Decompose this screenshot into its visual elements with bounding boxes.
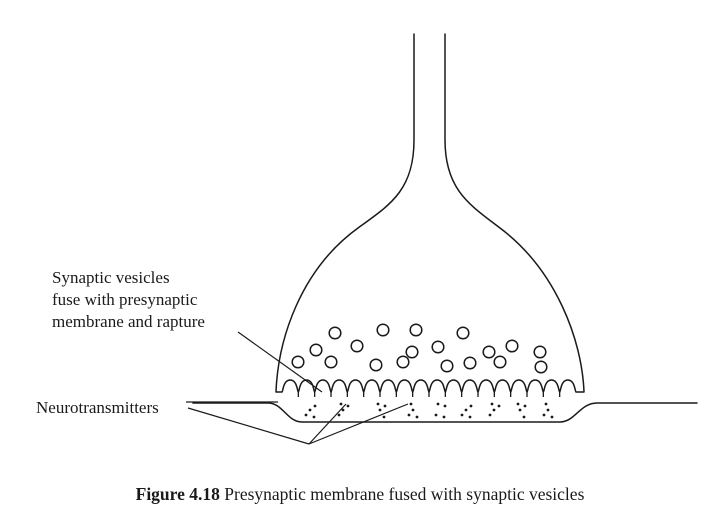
neurotransmitter-dot bbox=[516, 402, 520, 406]
neurotransmitter-dot bbox=[492, 408, 496, 412]
synaptic-vesicle bbox=[534, 360, 548, 374]
synaptic-vesicle bbox=[405, 345, 419, 359]
neurotransmitter-dot bbox=[550, 415, 554, 419]
neurotransmitter-dot bbox=[383, 404, 387, 408]
synaptic-vesicle bbox=[505, 339, 519, 353]
synaptic-vesicle bbox=[440, 359, 454, 373]
neurotransmitter-dot bbox=[415, 415, 419, 419]
neurotransmitter-dot bbox=[490, 402, 494, 406]
postsynaptic-membrane bbox=[192, 402, 698, 423]
synaptic-vesicle bbox=[456, 326, 470, 340]
synaptic-vesicle bbox=[463, 356, 477, 370]
neurotransmitter-dot bbox=[542, 413, 546, 417]
neurotransmitter-dot bbox=[469, 404, 473, 408]
synaptic-vesicle bbox=[409, 323, 423, 337]
figure-caption: Figure 4.18 Presynaptic membrane fused w… bbox=[136, 484, 585, 504]
neurotransmitter-dot bbox=[443, 404, 447, 408]
synaptic-vesicle bbox=[431, 340, 445, 354]
synaptic-vesicle bbox=[309, 343, 323, 357]
synaptic-vesicle bbox=[350, 339, 364, 353]
neurotransmitter-dot bbox=[522, 415, 526, 419]
caption-number: Figure 4.18 bbox=[136, 484, 221, 504]
neurotransmitter-dot bbox=[464, 408, 468, 412]
neurotransmitter-dot bbox=[518, 408, 522, 412]
presynaptic-terminal-outline-right bbox=[444, 33, 585, 393]
neurotransmitter-dot bbox=[436, 402, 440, 406]
neurotransmitters-label: Neurotransmitters bbox=[36, 398, 159, 417]
neurotransmitter-dot bbox=[308, 408, 312, 412]
neurotransmitter-dot bbox=[434, 413, 438, 417]
synaptic-vesicle bbox=[328, 326, 342, 340]
neurotransmitter-dot bbox=[341, 408, 345, 412]
neurotransmitter-dot bbox=[376, 402, 380, 406]
synaptic-vesicle bbox=[376, 323, 390, 337]
neurotransmitter-dot bbox=[442, 415, 446, 419]
vesicle-leader-line bbox=[237, 331, 323, 393]
neurotransmitter-dot bbox=[313, 404, 317, 408]
vesicle-label-line-2: fuse with presynaptic bbox=[52, 290, 198, 309]
neurotransmitter-dot bbox=[407, 413, 411, 417]
neurotransmitter-dot bbox=[546, 408, 550, 412]
synaptic-vesicle bbox=[396, 355, 410, 369]
neurotransmitter-dot bbox=[488, 413, 492, 417]
neurotransmitter-dot bbox=[337, 413, 341, 417]
neurotransmitter-leader-line-4 bbox=[308, 403, 409, 445]
neurotransmitter-dot bbox=[523, 404, 527, 408]
neurotransmitter-dot bbox=[411, 408, 415, 412]
neurotransmitter-dot bbox=[460, 413, 464, 417]
synaptic-vesicle bbox=[324, 355, 338, 369]
synaptic-vesicles bbox=[291, 323, 548, 374]
neurotransmitter-dot bbox=[339, 402, 343, 406]
neurotransmitter-dot bbox=[544, 402, 548, 406]
presynaptic-terminal-outline bbox=[275, 33, 415, 393]
synaptic-vesicle bbox=[482, 345, 496, 359]
synaptic-vesicle bbox=[493, 355, 507, 369]
neurotransmitter-dot bbox=[312, 415, 316, 419]
neurotransmitter-leader-line-2 bbox=[187, 407, 310, 445]
neurotransmitter-dot bbox=[304, 413, 308, 417]
synaptic-vesicle bbox=[533, 345, 547, 359]
neurotransmitter-dots bbox=[304, 402, 554, 419]
neurotransmitter-dot bbox=[468, 415, 472, 419]
neurotransmitter-dot bbox=[378, 408, 382, 412]
caption-text: Presynaptic membrane fused with synaptic… bbox=[220, 484, 585, 504]
neurotransmitter-dot bbox=[497, 404, 501, 408]
synaptic-vesicle bbox=[369, 358, 383, 372]
synaptic-vesicle bbox=[291, 355, 305, 369]
vesicle-label-line-3: membrane and rapture bbox=[52, 312, 205, 331]
vesicle-label-line-1: Synaptic vesicles bbox=[52, 268, 170, 287]
neurotransmitter-leader-line-3 bbox=[308, 403, 347, 445]
presynaptic-membrane bbox=[276, 379, 584, 397]
neurotransmitter-dot bbox=[382, 415, 386, 419]
neurotransmitter-dot bbox=[409, 402, 413, 406]
neurotransmitter-dot bbox=[346, 404, 350, 408]
